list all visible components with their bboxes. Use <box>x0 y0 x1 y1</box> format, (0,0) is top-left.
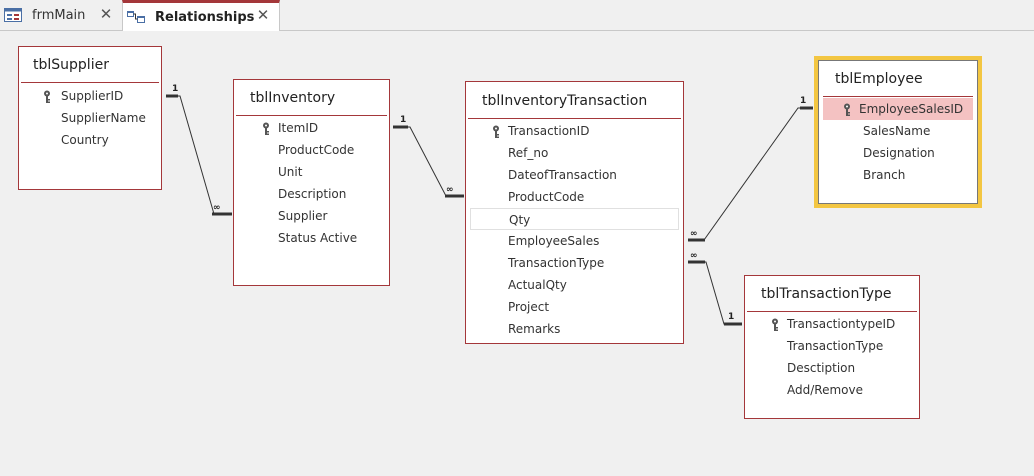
field-row[interactable]: Unit <box>234 161 389 183</box>
field-row[interactable]: TransactionID <box>466 120 683 142</box>
field-name: EmployeeSalesID <box>859 102 964 116</box>
field-row[interactable]: TransactionType <box>745 335 919 357</box>
field-name: Branch <box>863 168 906 182</box>
field-row[interactable]: TransactionType <box>466 252 683 274</box>
field-name: Desctiption <box>787 361 856 375</box>
field-row[interactable]: SalesName <box>819 120 977 142</box>
field-name: TransactionType <box>787 339 884 353</box>
title-divider <box>468 118 681 119</box>
table-title: tblEmployee <box>835 71 923 87</box>
field-row-selected[interactable]: EmployeeSalesID <box>823 98 973 120</box>
field-name: EmployeeSales <box>508 234 600 248</box>
table-title: tblTransactionType <box>761 286 892 302</box>
title-divider <box>823 96 973 97</box>
field-row[interactable]: Description <box>234 183 389 205</box>
field-name: TransactiontypeID <box>787 317 896 331</box>
field-name: Status Active <box>278 231 358 245</box>
table-title: tblSupplier <box>33 57 109 73</box>
table-title: tblInventory <box>250 90 336 106</box>
field-row[interactable]: DateofTransaction <box>466 164 683 186</box>
field-name: Qty <box>509 213 531 227</box>
tab-label: Relationships <box>155 9 255 25</box>
field-row[interactable]: ItemID <box>234 117 389 139</box>
field-name: SupplierName <box>61 111 146 125</box>
close-icon[interactable]: ✕ <box>99 5 113 23</box>
field-row[interactable]: Remarks <box>466 318 683 340</box>
field-name: Add/Remove <box>787 383 863 397</box>
field-name: SalesName <box>863 124 931 138</box>
field-name: ActualQty <box>508 278 567 292</box>
field-row[interactable]: ActualQty <box>466 274 683 296</box>
tab-frmmain[interactable]: frmMain ✕ <box>0 0 122 30</box>
field-name: Ref_no <box>508 146 549 160</box>
field-row[interactable]: ProductCode <box>466 186 683 208</box>
primary-key-icon <box>841 102 853 116</box>
field-row[interactable]: EmployeeSales <box>466 230 683 252</box>
field-name: ProductCode <box>508 190 585 204</box>
table-tblinventorytransaction[interactable]: tblInventoryTransaction TransactionID Re… <box>465 81 684 344</box>
form-icon <box>4 8 22 22</box>
field-row[interactable]: SupplierID <box>19 85 161 107</box>
field-row[interactable]: Status Active <box>234 227 389 249</box>
field-row[interactable]: Supplier <box>234 205 389 227</box>
tab-label: frmMain <box>32 7 86 23</box>
field-name: TransactionID <box>508 124 590 138</box>
field-name: Project <box>508 300 550 314</box>
field-row-focused[interactable]: Qty <box>470 208 679 230</box>
primary-key-icon <box>41 89 53 103</box>
title-divider <box>21 82 159 83</box>
field-name: Unit <box>278 165 303 179</box>
relationships-icon <box>127 10 145 24</box>
primary-key-icon <box>769 317 781 331</box>
field-row[interactable]: Branch <box>819 164 977 186</box>
document-tab-bar: frmMain ✕ Relationships ✕ <box>0 0 1034 31</box>
field-row[interactable]: TransactiontypeID <box>745 313 919 335</box>
title-divider <box>747 311 917 312</box>
field-name: DateofTransaction <box>508 168 617 182</box>
field-row[interactable]: Add/Remove <box>745 379 919 401</box>
title-divider <box>236 115 387 116</box>
table-title: tblInventoryTransaction <box>482 93 648 109</box>
field-row[interactable]: ProductCode <box>234 139 389 161</box>
field-name: TransactionType <box>508 256 605 270</box>
field-name: Remarks <box>508 322 561 336</box>
field-name: SupplierID <box>61 89 124 103</box>
field-name: ProductCode <box>278 143 355 157</box>
table-tblinventory[interactable]: tblInventory ItemID ProductCode Unit Des… <box>233 79 390 286</box>
field-row[interactable]: SupplierName <box>19 107 161 129</box>
primary-key-icon <box>260 121 272 135</box>
field-name: Designation <box>863 146 935 160</box>
field-name: Description <box>278 187 347 201</box>
field-row[interactable]: Country <box>19 129 161 151</box>
field-name: Supplier <box>278 209 328 223</box>
field-name: Country <box>61 133 109 147</box>
table-tblsupplier[interactable]: tblSupplier SupplierID SupplierName Coun… <box>18 46 162 190</box>
table-tblemployee[interactable]: tblEmployee EmployeeSalesID SalesName De… <box>818 60 978 204</box>
field-row[interactable]: Designation <box>819 142 977 164</box>
table-tbltransactiontype[interactable]: tblTransactionType TransactiontypeID Tra… <box>744 275 920 419</box>
tab-relationships[interactable]: Relationships ✕ <box>122 0 280 31</box>
field-row[interactable]: Desctiption <box>745 357 919 379</box>
field-row[interactable]: Ref_no <box>466 142 683 164</box>
field-name: ItemID <box>278 121 319 135</box>
close-icon[interactable]: ✕ <box>256 6 270 24</box>
primary-key-icon <box>490 124 502 138</box>
field-row[interactable]: Project <box>466 296 683 318</box>
